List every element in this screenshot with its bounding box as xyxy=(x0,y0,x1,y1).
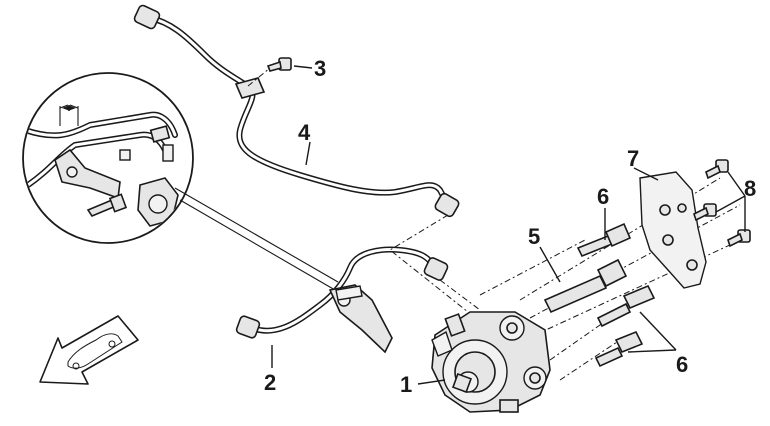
part-6-bolts xyxy=(576,222,656,368)
part-2-fuel-pipe xyxy=(235,246,449,354)
callout-3: 3 xyxy=(314,56,326,81)
callout-7: 7 xyxy=(627,146,639,171)
detail-magnified-view xyxy=(22,72,339,291)
part-4-fuel-pipe xyxy=(133,4,460,218)
callout-5: 5 xyxy=(528,224,540,249)
callout-8: 8 xyxy=(744,176,756,201)
part-7-mounting-bracket xyxy=(639,171,707,289)
callout-2: 2 xyxy=(264,370,276,395)
part-1-high-pressure-pump xyxy=(431,311,551,413)
callout-1: 1 xyxy=(400,372,412,397)
callout-4: 4 xyxy=(298,120,311,145)
part-3-bolt xyxy=(247,57,292,87)
callout-6-upper: 6 xyxy=(597,184,609,209)
vehicle-direction-arrow-icon xyxy=(39,315,139,385)
part-5-stud xyxy=(543,258,628,314)
callout-leaders xyxy=(271,65,746,385)
callout-labels: 1 2 3 4 5 6 6 7 8 xyxy=(264,56,756,397)
part-8-screws xyxy=(693,159,751,248)
callout-6-lower: 6 xyxy=(676,352,688,377)
